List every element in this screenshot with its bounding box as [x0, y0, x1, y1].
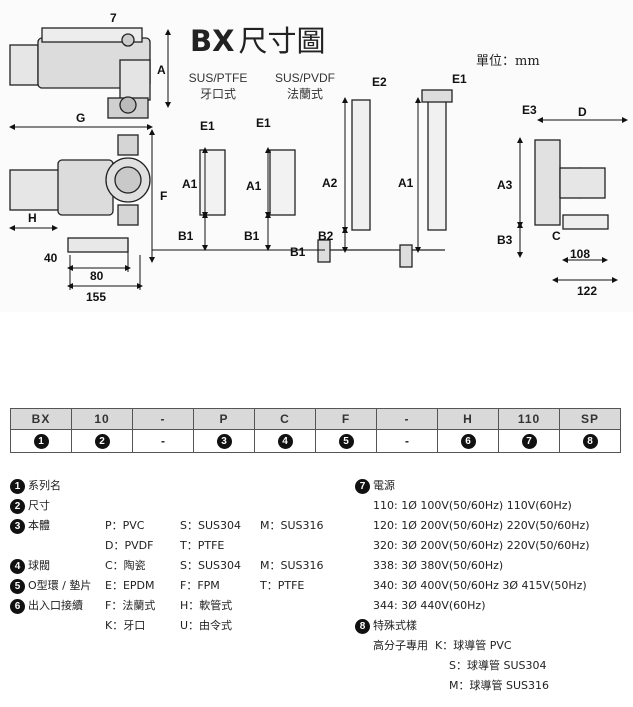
power-item: 320: 3Ø 200V(50/60Hz) 220V(50/60Hz)	[373, 539, 590, 552]
code-cell: F	[315, 408, 377, 430]
dim-b1-a: B1	[178, 229, 194, 243]
model-code-table: BX 10 - P C F - H 110 SP 1 2 - 3 4 5 - 6…	[10, 408, 621, 453]
dim-e1-a: E1	[200, 119, 215, 133]
dim-f: F	[160, 189, 167, 203]
power-item: 120: 1Ø 200V(50/60Hz) 220V(50/60Hz)	[373, 519, 590, 532]
code-cell: P	[193, 408, 255, 430]
dim-e1-c: E1	[452, 72, 467, 86]
dim-b1-b: B1	[244, 229, 260, 243]
dim-a2: A2	[322, 176, 338, 190]
dim-a1-a: A1	[182, 177, 198, 191]
number-badge: 8	[582, 434, 598, 449]
number-badge: 4	[277, 434, 293, 449]
number-badge: 7	[521, 434, 537, 449]
number-badge: 1	[33, 434, 49, 449]
special-item: 高分子專用 K：球導管 PVC	[373, 639, 512, 652]
code-cell: BX	[10, 408, 72, 430]
code-cell: 110	[498, 408, 560, 430]
dim-7: 7	[110, 11, 117, 25]
power-item: 338: 3Ø 380V(50/60Hz)	[373, 559, 504, 572]
dim-g: G	[76, 111, 85, 125]
pipe-a1	[427, 99, 447, 231]
dim-h: H	[28, 211, 37, 225]
number-badge: 2	[94, 434, 110, 449]
code-dash: -	[132, 429, 194, 453]
code-cell: H	[437, 408, 499, 430]
dim-e3: E3	[522, 103, 537, 117]
power-item: 340: 3Ø 400V(50/60Hz 3Ø 415V(50Hz)	[373, 579, 587, 592]
code-cell: -	[132, 408, 194, 430]
dim-122: 122	[577, 284, 597, 298]
top-motor-cap	[9, 44, 39, 86]
fitting-flanged	[269, 149, 296, 216]
dim-b2: B2	[318, 229, 334, 243]
dim-40: 40	[44, 251, 58, 265]
front-motor-body	[57, 159, 114, 216]
dim-c: C	[552, 229, 561, 243]
power-item: 110: 1Ø 100V(50/60Hz) 110V(60Hz)	[373, 499, 572, 512]
number-badge: 5	[338, 434, 354, 449]
special-item: M：球導管 SUS316	[449, 679, 549, 692]
dim-e2: E2	[372, 75, 387, 89]
fitting-threaded	[199, 149, 226, 216]
code-cell: C	[254, 408, 316, 430]
legend-row: K：牙口 U：由令式	[105, 619, 233, 632]
dim-a3: A3	[497, 178, 513, 192]
dim-a1-c: A1	[398, 176, 414, 190]
code-dash: -	[376, 429, 438, 453]
dim-108: 108	[570, 247, 590, 261]
power-item: 344: 3Ø 440V(60Hz)	[373, 599, 486, 612]
unit-label: 單位：mm	[476, 54, 540, 69]
dim-a: A	[157, 63, 166, 77]
code-number-row: 1 2 - 3 4 5 - 6 7 8	[10, 429, 621, 453]
dim-a1-b: A1	[246, 179, 262, 193]
code-cell: -	[376, 408, 438, 430]
number-badge: 6	[460, 434, 476, 449]
dim-b1-c: B1	[290, 245, 306, 259]
code-cell: 10	[71, 408, 133, 430]
side-pump-head	[534, 139, 561, 226]
code-header-row: BX 10 - P C F - H 110 SP	[10, 408, 621, 430]
code-cell: SP	[559, 408, 621, 430]
drawing-svg: 7 A G F H 40 80 155 E1 E1 E2 E1 E3 D A1 …	[9, 11, 628, 304]
special-item: S：球導管 SUS304	[449, 659, 547, 672]
dim-80: 80	[90, 269, 104, 283]
dim-d: D	[578, 105, 587, 119]
legend-row: D：PVDF T：PTFE	[105, 539, 225, 552]
dim-b3: B3	[497, 233, 513, 247]
dimension-drawing: 7 A G F H 40 80 155 E1 E1 E2 E1 E3 D A1 …	[0, 0, 633, 312]
pipe-a2	[351, 99, 371, 231]
dim-155: 155	[86, 290, 106, 304]
number-badge: 3	[216, 434, 232, 449]
dim-e1-b: E1	[256, 116, 271, 130]
front-motor-cap	[9, 169, 61, 211]
